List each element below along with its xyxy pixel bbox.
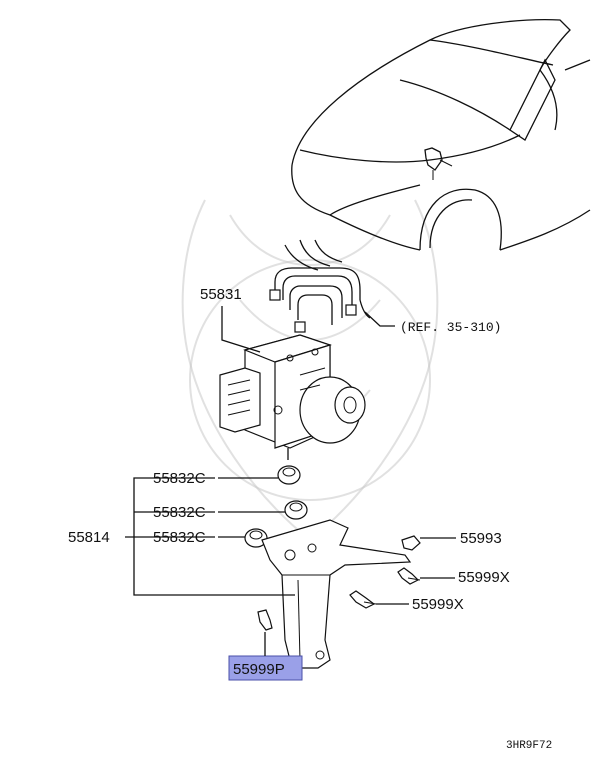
bushing-middle xyxy=(284,500,308,520)
callout-clip: 55993 xyxy=(460,530,502,547)
clip-part xyxy=(401,535,421,551)
callout-bushing-top: 55832C xyxy=(153,470,206,487)
callout-bushing-middle: 55832C xyxy=(153,504,206,521)
leader-bracket-group xyxy=(125,477,295,596)
highlight-box[interactable] xyxy=(228,655,303,681)
mounting-bracket xyxy=(261,519,412,669)
leader-reference xyxy=(364,311,395,327)
callout-bushing-bottom: 55832C xyxy=(153,529,206,546)
callout-hydraulic-unit: 55831 xyxy=(200,286,242,303)
callout-bracket: 55814 xyxy=(68,529,110,546)
bolt-lower-right xyxy=(349,590,377,609)
drawing-code: 3HR9F72 xyxy=(506,740,552,752)
abs-hydraulic-unit xyxy=(219,334,366,460)
callout-bolt-highlighted[interactable]: 55999P xyxy=(233,661,285,678)
callout-bolt-lower: 55999X xyxy=(412,596,464,613)
vehicle-outline xyxy=(291,19,591,251)
bolt-upper-right xyxy=(397,567,421,585)
bushing-top xyxy=(277,465,301,485)
reference-note: (REF. 35-310) xyxy=(400,320,501,335)
leader-hydraulic-unit xyxy=(221,306,261,353)
bolt-bottom-left xyxy=(257,609,273,631)
bushing-bottom xyxy=(244,528,268,548)
callout-bolt-upper: 55999X xyxy=(458,569,510,586)
brake-pipes xyxy=(269,239,371,333)
